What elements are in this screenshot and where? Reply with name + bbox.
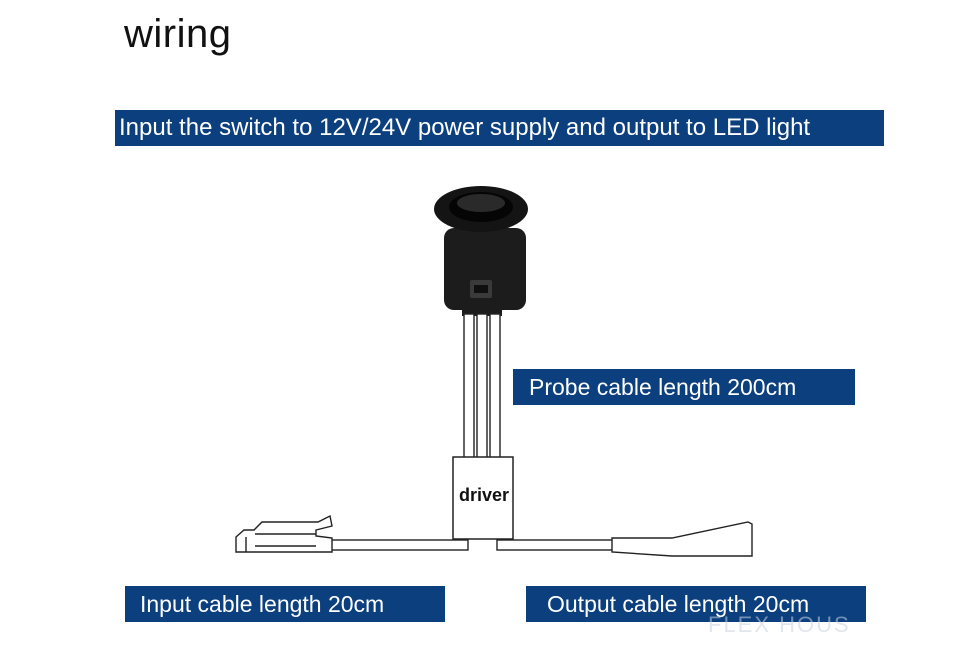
output-cable-label: Output cable length 20cm bbox=[526, 586, 866, 622]
input-cable-label: Input cable length 20cm bbox=[125, 586, 445, 622]
sensor-cylinder bbox=[444, 228, 526, 310]
driver-box bbox=[452, 456, 514, 540]
driver-label: driver bbox=[458, 485, 510, 505]
diagram-title: wiring bbox=[124, 12, 232, 56]
probe-cable-label: Probe cable length 200cm bbox=[513, 369, 855, 405]
output-connector bbox=[611, 521, 753, 557]
sensor-probe bbox=[434, 186, 528, 316]
output-cable bbox=[496, 521, 753, 557]
input-cable bbox=[235, 514, 469, 553]
watermark: FLEX HOUS bbox=[708, 612, 851, 632]
instruction-banner: Input the switch to 12V/24V power supply… bbox=[115, 110, 884, 146]
probe-cable bbox=[463, 313, 501, 461]
